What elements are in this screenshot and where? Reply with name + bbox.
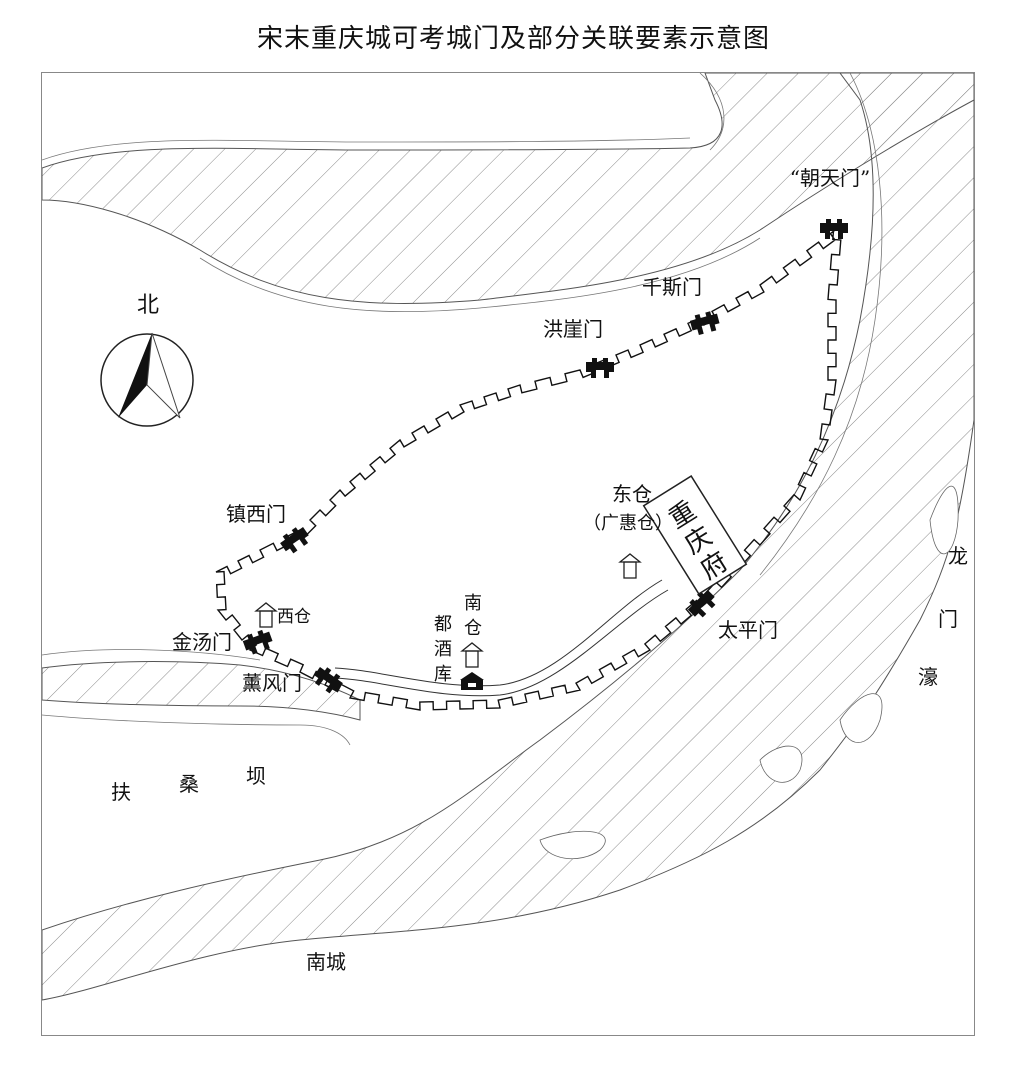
north-label: 北	[137, 293, 159, 318]
label-guanghuicang: （广惠仓）	[583, 513, 673, 534]
label-jintangmen: 金汤门	[172, 630, 232, 654]
gate-chaotianmen-symbol	[820, 219, 848, 239]
river-band-southeast	[42, 73, 974, 1001]
label-fusangba-3: 坝	[246, 764, 266, 788]
label-nancheng: 南城	[306, 950, 346, 974]
map-title: 宋末重庆城可考城门及部分关联要素示意图	[256, 24, 770, 54]
granary-nancang-symbol	[461, 642, 483, 668]
label-xunfengmen: 薰风门	[242, 671, 302, 695]
label-zhenximen: 镇西门	[226, 502, 286, 526]
label-dujiuku-3: 库	[434, 664, 452, 685]
wine-store-symbol	[460, 672, 484, 690]
label-dongcang: 东仓	[612, 482, 652, 506]
gate-qiansimen-symbol	[688, 309, 722, 337]
label-chaotianmen: “朝天门”	[790, 166, 870, 190]
label-fusangba-2: 桑	[179, 772, 199, 796]
chongqingfu-box: 重 庆 府	[642, 475, 748, 595]
river-bank-northwest	[42, 73, 974, 304]
label-qiansimen: 千斯门	[642, 275, 702, 299]
label-xicang: 西仓	[277, 607, 311, 627]
north-arrow: 北	[100, 293, 194, 427]
label-dujiuku-2: 酒	[434, 639, 452, 660]
label-longmenhao-3: 濠	[918, 665, 938, 689]
inner-road	[334, 579, 663, 687]
gate-zhenximen-symbol	[277, 523, 313, 557]
river-bank-southwest	[42, 661, 361, 721]
gate-jintangmen-symbol	[241, 627, 275, 657]
label-dujiuku-1: 都	[434, 614, 452, 635]
label-longmenhao-1: 龙	[948, 544, 968, 568]
label-hongyamen: 洪崖门	[543, 317, 603, 341]
label-nancang-2: 仓	[464, 618, 482, 639]
map-frame	[41, 72, 975, 1036]
granary-xicang-symbol	[255, 602, 277, 628]
label-nancang-1: 南	[464, 593, 482, 614]
label-fusangba-1: 扶	[111, 780, 131, 804]
label-taipingmen: 太平门	[718, 618, 778, 642]
label-longmenhao-2: 门	[938, 607, 958, 631]
granary-dongcang-symbol	[619, 553, 641, 579]
